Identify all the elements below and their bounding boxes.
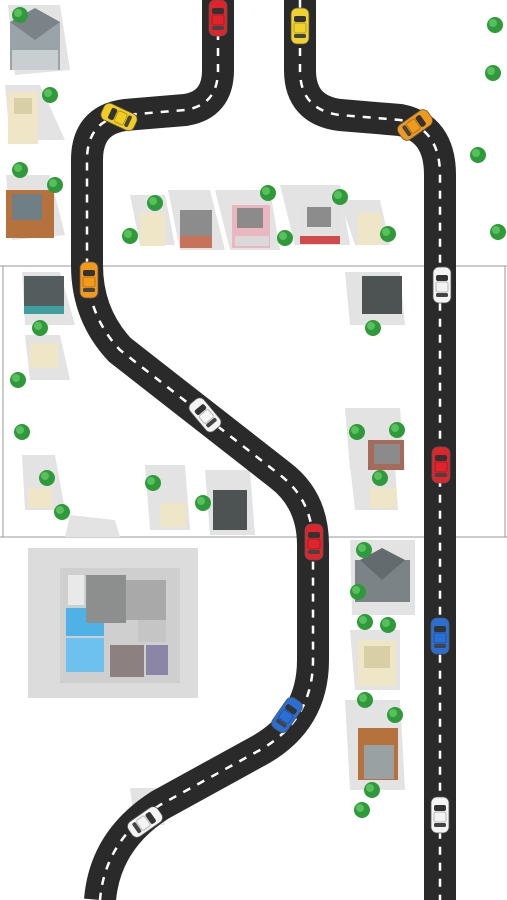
house-dark-low-mid — [213, 490, 247, 530]
shop-striped-row-4 — [300, 203, 340, 245]
house-beige-mid-right — [370, 488, 396, 508]
car-blue-right[interactable] — [430, 617, 450, 655]
car-white-bottom-right[interactable] — [430, 796, 450, 834]
house-dark-mid-right — [362, 276, 402, 314]
car-white-bottom-left[interactable] — [125, 804, 165, 839]
shop-pink-row-3 — [232, 205, 270, 248]
house-brown-left — [6, 190, 54, 238]
house-beige-mid-left — [30, 343, 58, 368]
car-white-middle[interactable] — [187, 395, 224, 434]
car-white-right[interactable] — [432, 266, 452, 304]
car-orange-left[interactable] — [79, 261, 99, 299]
house-gray-row-2 — [180, 210, 212, 248]
house-beige-row-5 — [358, 213, 382, 245]
cars — [79, 0, 452, 839]
car-yellow-top-right[interactable] — [290, 7, 310, 45]
car-red-middle[interactable] — [304, 523, 324, 561]
house-beige-row-1 — [140, 213, 165, 246]
car-orange-curve-right[interactable] — [395, 107, 435, 142]
house-dark-mid-left — [24, 276, 64, 314]
buildings — [6, 8, 410, 780]
car-red-top-left[interactable] — [208, 0, 228, 37]
house-beige-low-left-2 — [160, 503, 186, 527]
car-yellow-curve-left[interactable] — [99, 101, 139, 133]
house-beige-low-right — [358, 640, 396, 686]
house-beige-low-left-1 — [28, 488, 52, 508]
car-blue-lower[interactable] — [269, 695, 304, 735]
house-brown-mid-right — [368, 440, 404, 470]
car-red-right[interactable] — [431, 446, 451, 484]
right-road — [284, 0, 456, 900]
mansion-with-pool — [28, 548, 198, 698]
house-brown-bottom-right — [358, 728, 398, 780]
house-beige-left — [8, 92, 38, 144]
